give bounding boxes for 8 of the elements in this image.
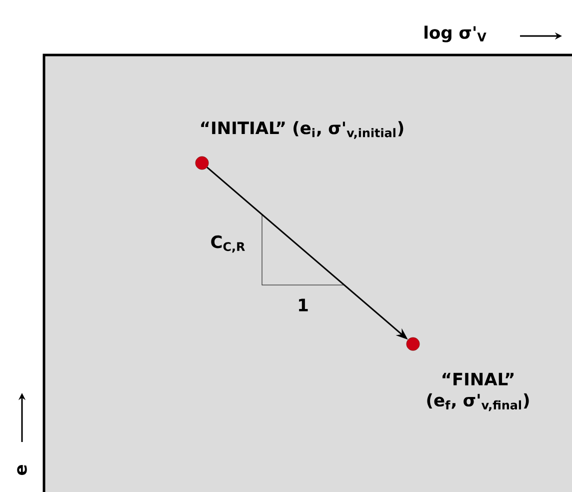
slope-label: C$_{C,R}$ [211, 235, 245, 253]
point-label: “FINAL” (e$_{f}$, σ'$_{v,final}$) [427, 372, 529, 412]
data-point [195, 156, 209, 170]
point-label: “INITIAL” (e$_{i}$, σ'$_{v,initial}$) [201, 121, 404, 139]
axis-label: log σ'$_{V}$ [424, 26, 486, 42]
data-point [406, 337, 420, 351]
slope-label: 1 [299, 298, 308, 312]
axis-label: e [17, 465, 27, 476]
